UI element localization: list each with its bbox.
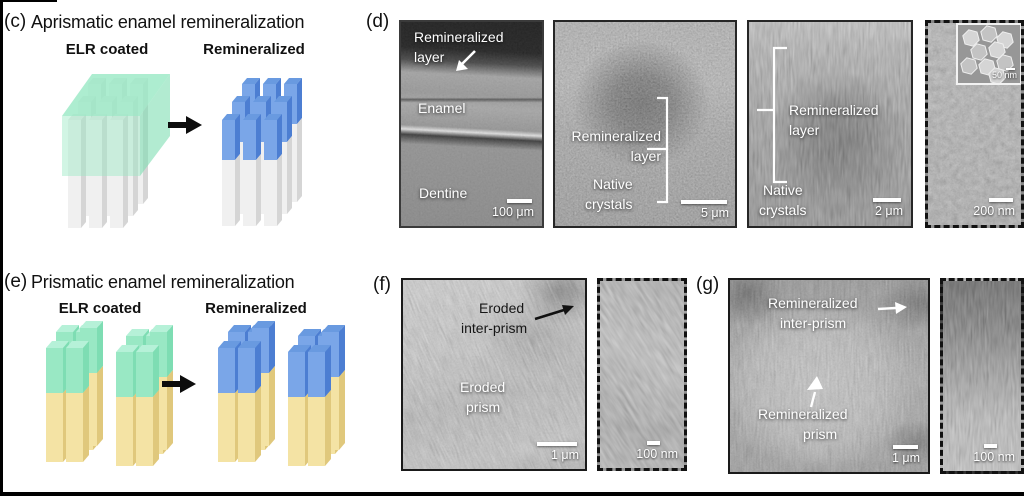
- sem-d-nanocrystals: 50 nm 200 nm: [925, 20, 1024, 228]
- aprismatic-remineralized-diagram: [222, 78, 302, 226]
- scale-bar-group: 200 nm: [973, 198, 1015, 219]
- sem-d-remineralized-5um: Remineralized layer Native crystals 5 μm: [553, 20, 737, 228]
- scale-bar-group: 5 μm: [681, 200, 729, 221]
- figure-border-top-segment: [0, 0, 57, 2]
- panel-e-title: Prismatic enamel remineralization: [31, 272, 295, 292]
- prismatic-remineralized-diagram: [218, 321, 345, 466]
- aprismatic-elr-coated-diagram: [62, 74, 170, 228]
- remineralized-layer-label: Remineralized layer: [571, 128, 661, 165]
- panel-c-left-caption: ELR coated: [65, 41, 149, 58]
- transition-arrow-icon: [162, 375, 196, 393]
- figure-border-left: [0, 0, 3, 496]
- native-crystals-label: Native crystals: [759, 182, 807, 219]
- ne-arrow-icon: [534, 305, 574, 321]
- sem-d-cross-section: Remineralized layer Enamel Dentine 100 μ…: [399, 20, 544, 228]
- scale-label: 200 nm: [973, 204, 1015, 219]
- panel-e-left-caption: ELR coated: [58, 300, 142, 317]
- sem-g-remineralized: Remineralized inter-prism Remineralized …: [728, 278, 930, 474]
- dentine-label: Dentine: [419, 185, 468, 201]
- scale-bar: [873, 198, 901, 203]
- scale-bar: [893, 445, 918, 450]
- scale-bar-group: 1 μm: [537, 442, 579, 463]
- eroded-prism-label: Eroded prism: [460, 379, 506, 416]
- scale-bar: [1006, 68, 1015, 71]
- sem-f-inset: 100 nm: [597, 278, 687, 471]
- layer-bracket: [647, 96, 669, 204]
- scale-label: 100 nm: [636, 447, 678, 462]
- scale-label: 5 μm: [700, 206, 729, 221]
- sem-noise: [730, 280, 928, 472]
- scale-label: 2 μm: [874, 204, 903, 219]
- scale-bar-group: 100 nm: [636, 441, 678, 462]
- scale-bar-group: 1 μm: [892, 445, 920, 466]
- figure-border-bottom: [0, 492, 1024, 496]
- prismatic-elr-coated-diagram: [46, 321, 173, 466]
- scale-bar: [989, 198, 1013, 203]
- native-crystals-label: Native crystals: [585, 176, 633, 213]
- panel-c-label: (c): [4, 11, 27, 32]
- transition-arrow-icon: [168, 116, 202, 134]
- remineralized-prism-label: Remineralized prism: [758, 406, 848, 443]
- inset-scale-bar-group: 50 nm: [992, 68, 1017, 81]
- scale-bar: [984, 444, 997, 449]
- remineralized-layer-label: Remineralized layer: [789, 102, 879, 139]
- sem-d-remineralized-2um: Remineralized layer Native crystals 2 μm: [747, 20, 913, 228]
- down-left-arrow-icon: [456, 50, 476, 71]
- enamel-label: Enamel: [418, 100, 466, 116]
- scale-label: 100 μm: [492, 205, 534, 220]
- hexagonal-crystals-inset: 50 nm: [956, 23, 1021, 85]
- panel-g-label: (g): [696, 274, 720, 295]
- scale-bar-group: 100 μm: [492, 199, 534, 220]
- scale-bar: [537, 442, 577, 447]
- panel-e-label: (e): [4, 271, 28, 292]
- panel-d-label: (d): [366, 11, 390, 32]
- scale-label: 1 μm: [550, 448, 579, 463]
- scale-bar: [507, 199, 532, 204]
- up-arrow-icon: [807, 376, 823, 408]
- sem-noise: [555, 22, 735, 226]
- sem-noise: [403, 280, 585, 469]
- scale-bar-group: 100 nm: [973, 444, 1015, 465]
- hexagon-crystals: [960, 25, 1014, 83]
- scale-bar: [647, 441, 660, 446]
- sem-noise: [600, 281, 684, 468]
- sem-g-inset: 100 nm: [940, 278, 1024, 474]
- scale-label: 100 nm: [973, 450, 1015, 465]
- sem-f-eroded: Eroded inter-prism Eroded prism 1 μm: [401, 278, 587, 471]
- right-arrow-icon: [877, 302, 907, 314]
- panel-c-right-caption: Remineralized: [203, 41, 305, 58]
- scale-bar-group: 2 μm: [873, 198, 903, 219]
- eroded-interprism-label: Eroded inter-prism: [461, 300, 528, 337]
- sem-noise: [749, 22, 911, 226]
- scale-bar: [681, 200, 727, 205]
- panel-f-label: (f): [373, 274, 391, 295]
- panel-e-right-caption: Remineralized: [205, 300, 307, 317]
- scale-label: 50 nm: [991, 70, 1017, 81]
- layer-bracket: [757, 46, 787, 184]
- remineralized-layer-label: Remineralized layer: [414, 29, 504, 66]
- remineralized-interprism-label: Remineralized inter-prism: [768, 295, 858, 332]
- panel-c-title: Aprismatic enamel remineralization: [31, 12, 305, 32]
- sem-noise: [943, 281, 1021, 471]
- scale-label: 1 μm: [891, 451, 920, 466]
